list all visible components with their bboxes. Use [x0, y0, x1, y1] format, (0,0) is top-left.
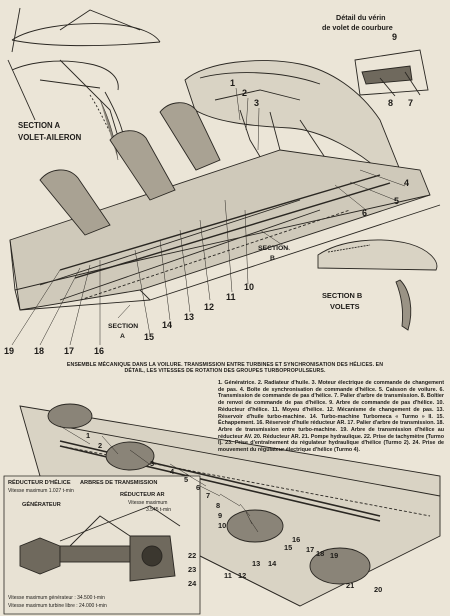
callout-10: 10: [244, 282, 254, 292]
inset-reducteur-title: RÉDUCTEUR D'HÉLICE: [8, 480, 71, 486]
detail-callout-7: 7: [408, 98, 413, 108]
b-callout-24: 24: [188, 579, 197, 588]
section-a-marker-title: SECTION: [108, 323, 138, 330]
b-callout-20: 20: [374, 585, 382, 594]
callout-15: 15: [144, 332, 154, 342]
section-b-subtitle: VOLETS: [330, 302, 360, 311]
b-callout-3: 3: [150, 459, 154, 468]
callout-18: 18: [34, 346, 44, 356]
detail-title-line1: Détail du vérin: [336, 13, 386, 22]
callout-17: 17: [64, 346, 74, 356]
parts-legend: 1. Génératrice. 2. Radiateur d'huile. 3.…: [218, 380, 444, 454]
inset-mechanism: [19, 535, 176, 582]
engine-groups: [47, 403, 371, 585]
b-callout-6: 6: [196, 483, 200, 492]
inset-turbine-speed: Vitesse maximum turbine libre : 24.000 t…: [8, 603, 107, 609]
engine-nacelles: [39, 102, 221, 236]
b-callout-22: 22: [188, 551, 196, 560]
b-callout-4: 4: [170, 467, 175, 476]
detail-callout-8: 8: [388, 98, 393, 108]
main-wing: [9, 149, 441, 311]
b-callout-15: 15: [284, 543, 292, 552]
b-callout-2: 2: [98, 441, 102, 450]
b-callout-10: 10: [218, 521, 226, 530]
section-b-marker-letter: B: [270, 255, 275, 262]
callout-6: 6: [362, 208, 367, 218]
section-a-marker-letter: A: [120, 333, 125, 340]
b-callout-19: 19: [330, 551, 338, 560]
section-a-title: SECTION A: [18, 121, 61, 130]
b-callout-7: 7: [206, 491, 210, 500]
b-callout-9: 9: [218, 511, 222, 520]
callout-12: 12: [204, 302, 214, 312]
b-callout-16: 16: [292, 535, 300, 544]
inset-reducteur-ar-title: RÉDUCTEUR AR: [120, 492, 165, 498]
top-callout-numbers: 1 2 3 4 5 6 7 8 9 10 11 12 13 14 15 16 1…: [4, 32, 413, 356]
bottom-callout-numbers: 1 2 3 4 5 6 7 8 9 10 11 12 13 14 15 16 1…: [86, 431, 382, 594]
inset-reducteur-speed: Vitesse maximum 1.027 t-min: [8, 488, 74, 494]
b-callout-21: 21: [346, 581, 354, 590]
top-text-labels: Détail du vérin de volet de courbure SEC…: [18, 13, 393, 340]
b-callout-5: 5: [184, 475, 188, 484]
callout-14: 14: [162, 320, 172, 330]
wing-cutaway-drawing: Détail du vérin de volet de courbure SEC…: [4, 7, 441, 356]
callout-19: 19: [4, 346, 14, 356]
section-a-subtitle: VOLET-AILERON: [18, 133, 82, 142]
powerplant-drawing: 1 2 3 4 5 6 7 8 9 10 11 12 13 14 15 16 1…: [3, 403, 441, 615]
b-callout-12: 12: [238, 571, 246, 580]
inset-reducteur-ar-speed-line1: Vitesse maximum: [128, 500, 168, 506]
callout-2: 2: [242, 88, 247, 98]
callout-leaders: [11, 87, 406, 346]
b-callout-23: 23: [188, 565, 196, 574]
b-callout-11: 11: [224, 571, 232, 580]
detail-callout-9: 9: [392, 32, 397, 42]
detail-title-line2: de volet de courbure: [322, 23, 393, 32]
callout-13: 13: [184, 312, 194, 322]
b-callout-8: 8: [216, 501, 220, 510]
inset-generateur-speed: Vitesse maximum générateur : 34.500 t-mi…: [8, 595, 105, 601]
b-callout-1: 1: [86, 431, 90, 440]
callout-4: 4: [404, 178, 409, 188]
inset-reducteur-ar-speed-line2: 3.545 t-min: [146, 507, 172, 513]
transmission-shafts: [59, 174, 391, 279]
callout-16: 16: [94, 346, 104, 356]
figure-caption: ENSEMBLE MÉCANIQUE DANS LA VOILURE. TRAN…: [66, 362, 384, 375]
section-b-title: SECTION B: [322, 291, 362, 300]
callout-11: 11: [226, 292, 236, 302]
b-callout-17: 17: [306, 545, 314, 554]
fuselage-section: [184, 60, 401, 181]
b-callout-13: 13: [252, 559, 260, 568]
b-callout-18: 18: [316, 549, 324, 558]
callout-5: 5: [394, 196, 399, 206]
inset-generateur-title: GÉNÉRATEUR: [22, 502, 61, 508]
section-b-marker-title: SECTION: [258, 245, 288, 252]
callout-1: 1: [230, 78, 235, 88]
verin-detail-sketch: [354, 49, 429, 97]
section-b-sketch: [317, 239, 438, 331]
b-callout-14: 14: [268, 559, 277, 568]
callout-3: 3: [254, 98, 259, 108]
inset-arbres-title: ARBRES DE TRANSMISSION: [80, 480, 158, 486]
